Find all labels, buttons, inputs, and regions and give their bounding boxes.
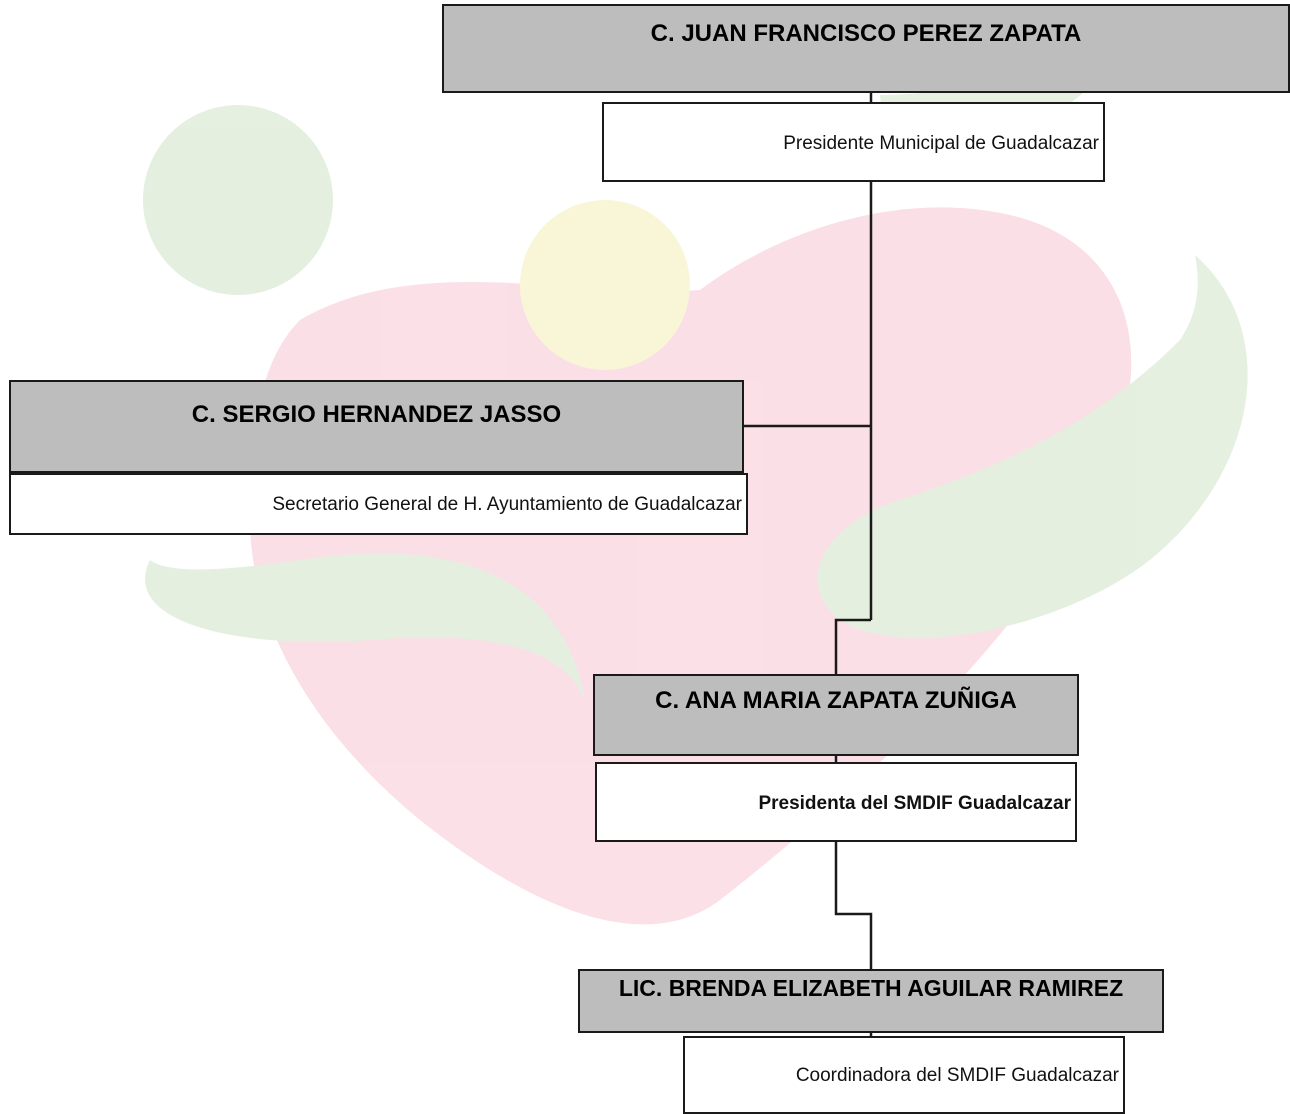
watermark-green-swoosh-left (145, 553, 585, 700)
connector-to-coordinator (834, 841, 873, 970)
watermark-yellow-circle (520, 200, 690, 370)
watermark-green-circle (143, 105, 333, 295)
secretary-name-box: C. SERGIO HERNANDEZ JASSO (9, 380, 744, 473)
watermark-green-swoosh-right (817, 255, 1248, 638)
coordinator-role-box: Coordinadora del SMDIF Guadalcazar (683, 1036, 1125, 1114)
president-name-box: C. JUAN FRANCISCO PEREZ ZAPATA (442, 4, 1290, 93)
connector-to-dif-president (834, 618, 871, 675)
dif-president-name: C. ANA MARIA ZAPATA ZUÑIGA (655, 687, 1017, 714)
secretary-name: C. SERGIO HERNANDEZ JASSO (191, 401, 562, 428)
coordinator-role: Coordinadora del SMDIF Guadalcazar (795, 1065, 1119, 1086)
secretary-role: Secretario General de H. Ayuntamiento de… (272, 494, 742, 515)
dif-president-role-box: Presidenta del SMDIF Guadalcazar (595, 762, 1077, 842)
dif-president-name-box: C. ANA MARIA ZAPATA ZUÑIGA (593, 674, 1079, 756)
coordinator-name-box: LIC. BRENDA ELIZABETH AGUILAR RAMIREZ (578, 969, 1164, 1033)
president-name: C. JUAN FRANCISCO PEREZ ZAPATA (650, 20, 1082, 47)
coordinator-name: LIC. BRENDA ELIZABETH AGUILAR RAMIREZ (618, 975, 1124, 1001)
secretary-role-box: Secretario General de H. Ayuntamiento de… (9, 473, 748, 535)
president-role-box: Presidente Municipal de Guadalcazar (602, 102, 1105, 182)
president-role: Presidente Municipal de Guadalcazar (783, 133, 1099, 154)
dif-president-role: Presidenta del SMDIF Guadalcazar (758, 793, 1071, 814)
